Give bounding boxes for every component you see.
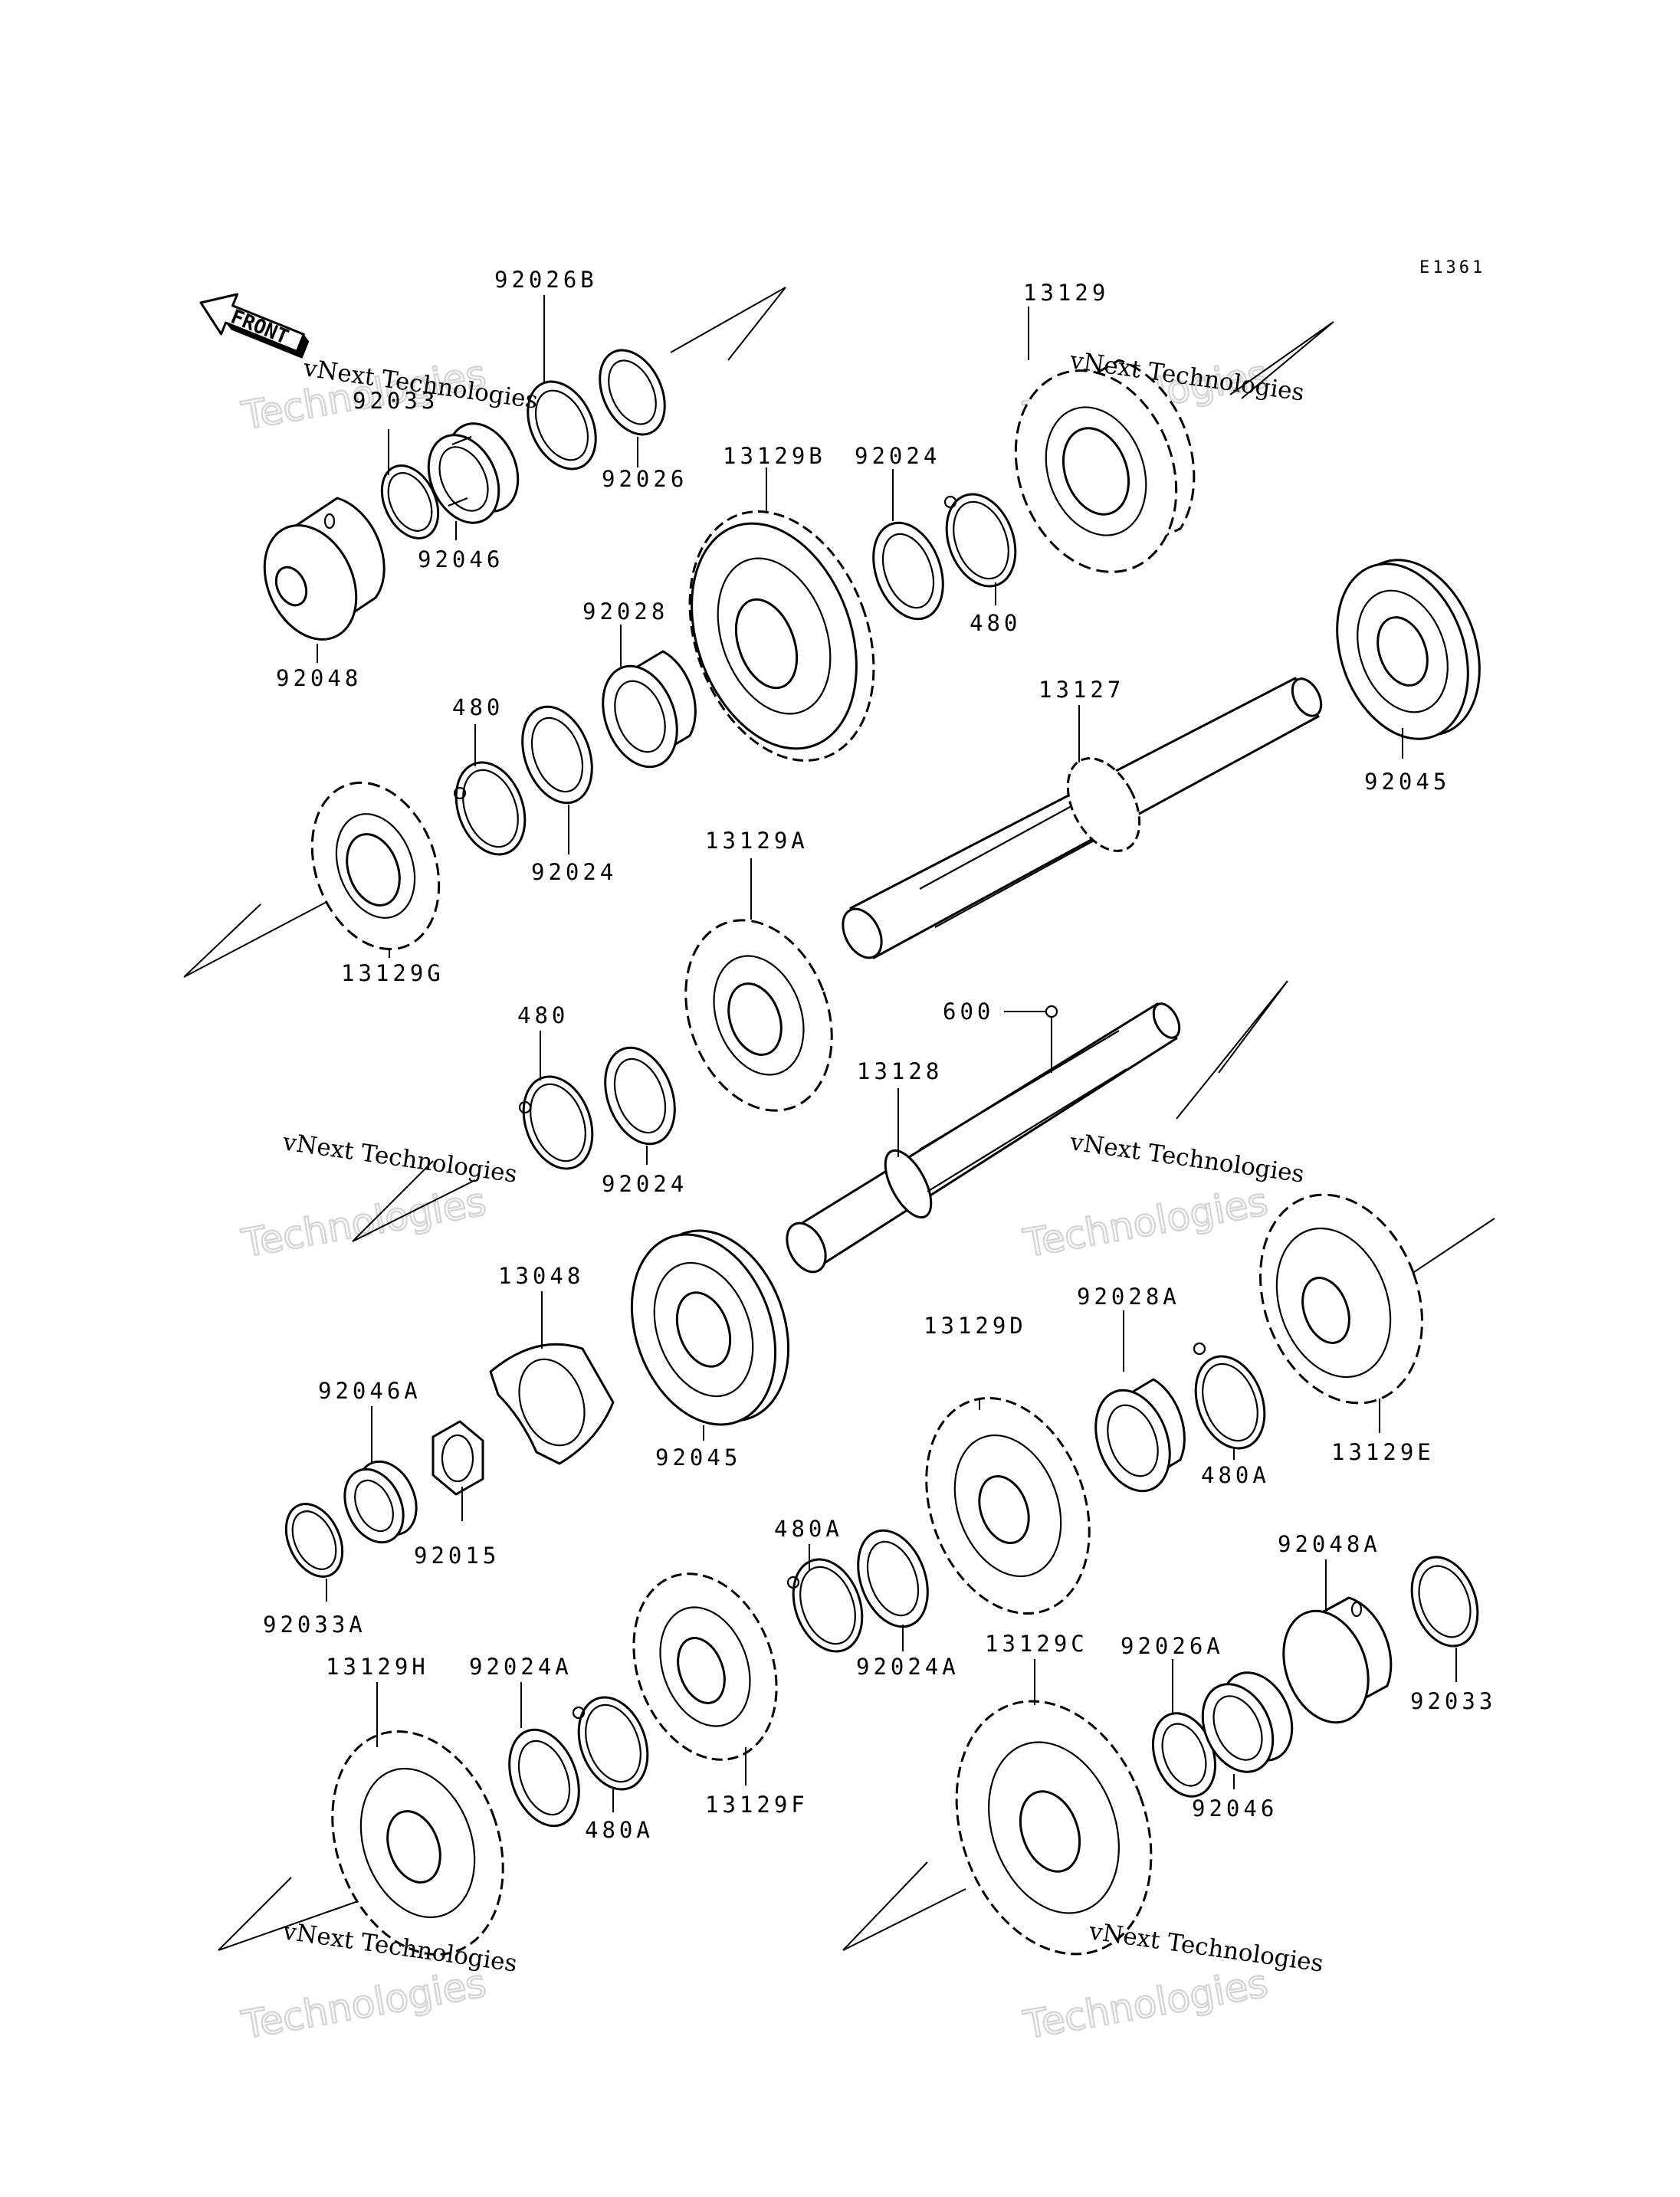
part-washer-92026 [599, 349, 666, 436]
part-label: 92033A [263, 1612, 366, 1638]
part-washer-92026B [527, 380, 597, 471]
part-label: 480A [1201, 1462, 1270, 1488]
part-ball-bearing-92045 [1336, 559, 1481, 740]
part-washer-92024 [604, 1046, 676, 1146]
part-label: 92024 [531, 859, 617, 885]
part-label: 92024A [856, 1654, 960, 1680]
part-nut-92015 [431, 1420, 484, 1496]
part-label: 13129 [1023, 280, 1109, 306]
part-gear-13129G [310, 781, 441, 951]
part-gear-13129C [955, 1700, 1153, 1956]
diagram-code: E1361 [1419, 258, 1485, 277]
part-label: 13128 [857, 1058, 943, 1084]
part-label: 13129G [341, 960, 445, 986]
watermark-text: vNext Technologies [281, 1128, 519, 1189]
part-label: 13048 [498, 1263, 584, 1289]
part-label: 480A [585, 1817, 654, 1843]
part-label: 92033 [1410, 1688, 1496, 1714]
part-hub-13048 [489, 1343, 615, 1465]
part-circlip-92033A [284, 1503, 344, 1578]
part-label: 13129E [1331, 1439, 1435, 1465]
part-gear-13129D [925, 1397, 1091, 1615]
part-needle-bearing-92046 [427, 422, 520, 524]
part-circlip-480 [943, 493, 1017, 588]
part-label: 92046 [1192, 1795, 1278, 1822]
part-shaft-13128 [786, 1002, 1181, 1274]
part-label: 92024A [469, 1654, 573, 1680]
part-ball-bearing-92045 [630, 1229, 790, 1426]
part-bushing-92028A [1094, 1378, 1186, 1493]
part-label: 600 [943, 998, 994, 1025]
part-label: 13129B [723, 443, 826, 469]
part-label: 480 [517, 1002, 569, 1028]
part-label: 92046 [418, 546, 504, 572]
part-gear-13129B [688, 510, 875, 762]
part-gear-13129A [684, 919, 833, 1112]
watermark-outline: Technologies [1020, 1179, 1271, 1266]
part-label: 92033 [353, 388, 438, 414]
watermark-text: vNext Technologies [1087, 1917, 1325, 1978]
part-label: 13129D [924, 1313, 1027, 1339]
watermark-outline: Technologies [238, 1961, 489, 2048]
oil-point-icon [1045, 1005, 1058, 1018]
part-label: 92048A [1278, 1531, 1381, 1557]
part-circlip-480A [786, 1558, 864, 1653]
part-washer-92024 [521, 705, 593, 805]
watermark-text: vNext Technologies [1068, 1128, 1306, 1189]
front-arrow-icon: FRONT [199, 293, 310, 359]
part-label: 92048 [276, 665, 362, 691]
part-circlip-92033 [1410, 1556, 1479, 1648]
front-label: FRONT [228, 306, 292, 349]
part-label: 92015 [414, 1543, 500, 1569]
part-label: 92024 [602, 1171, 687, 1197]
part-label: 92046A [318, 1378, 422, 1404]
part-circlip-92033 [380, 464, 440, 539]
part-needle-bearing-92046A [343, 1460, 418, 1544]
part-label: 13129H [326, 1654, 429, 1680]
part-label: 92026 [602, 466, 687, 492]
part-label: 92045 [1364, 769, 1450, 795]
part-bushing-92028 [602, 650, 697, 769]
part-circlip-480 [518, 1075, 594, 1170]
part-label: 92045 [655, 1444, 741, 1471]
part-label: 480 [452, 694, 504, 720]
part-gear-13129E [1259, 1193, 1423, 1405]
part-labels: 92026B 92026 13129 92033 92046 92048 131… [263, 267, 1496, 1843]
part-label: 92028 [582, 598, 668, 625]
part-washer-92024 [872, 521, 944, 621]
axis-lines [183, 287, 1495, 1951]
part-label: 92026A [1121, 1633, 1224, 1659]
part-label: 480 [970, 610, 1021, 636]
part-washer-92024A [508, 1728, 580, 1828]
part-label: 92028A [1077, 1284, 1180, 1310]
part-label: 13129C [985, 1631, 1088, 1657]
part-gear-13129F [632, 1572, 778, 1761]
part-label: 13129A [705, 828, 809, 854]
watermark-outline: Technologies [1020, 1961, 1271, 2048]
part-label: 480A [774, 1516, 843, 1542]
part-washer-92026A [1151, 1712, 1217, 1798]
part-collar-92048 [263, 497, 386, 641]
part-circlip-480A [1193, 1342, 1266, 1450]
part-gear-13129 [1014, 359, 1196, 573]
part-collar-92048A [1282, 1596, 1393, 1724]
part-circlip-480A [572, 1696, 649, 1791]
leader-lines [317, 295, 1457, 1812]
part-gear-13129H [331, 1730, 504, 1956]
part-label: 13129F [705, 1792, 809, 1818]
part-circlip-480 [453, 761, 527, 856]
part-washer-92024A [857, 1529, 929, 1628]
part-label: 92026B [494, 267, 598, 293]
part-needle-bearing-92046 [1201, 1671, 1294, 1773]
part-shaft-13127 [842, 677, 1323, 959]
part-label: 92024 [855, 443, 940, 469]
part-label: 13127 [1039, 677, 1124, 703]
